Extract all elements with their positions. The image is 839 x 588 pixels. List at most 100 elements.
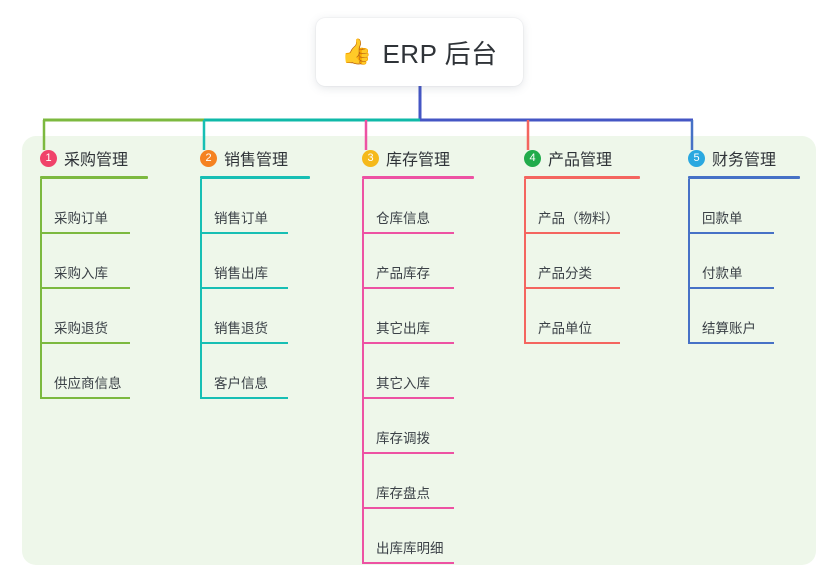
branch-item-underline: [200, 287, 288, 289]
branch-item-label: 采购退货: [54, 321, 108, 336]
branch-title: 产品管理: [548, 152, 613, 169]
branch-item-underline: [40, 342, 130, 344]
branch-rail: [362, 179, 364, 564]
branch-item-underline: [362, 562, 454, 564]
branch-item-underline: [200, 232, 288, 234]
branch-item[interactable]: 采购订单: [40, 179, 160, 234]
branch-header-underline: [688, 176, 800, 179]
branch-item[interactable]: 产品单位: [524, 289, 644, 344]
branch-item[interactable]: 产品分类: [524, 234, 644, 289]
branch-item-label: 销售出库: [214, 266, 268, 281]
branch-item-label: 出库库明细: [376, 541, 444, 556]
branch-item[interactable]: 销售出库: [200, 234, 318, 289]
branch-item[interactable]: 销售订单: [200, 179, 318, 234]
branch-header-underline: [524, 176, 640, 179]
branch-item-label: 产品库存: [376, 266, 430, 281]
branch-item-label: 产品单位: [538, 321, 592, 336]
branch-item-underline: [362, 507, 454, 509]
branch-item[interactable]: 采购退货: [40, 289, 160, 344]
branch-item-underline: [362, 342, 454, 344]
branch-item[interactable]: 销售退货: [200, 289, 318, 344]
branch-header-3[interactable]: 3 库存管理: [362, 146, 474, 170]
branch-item-list: 产品（物料） 产品分类产品单位: [524, 179, 644, 344]
branch-item[interactable]: 采购入库: [40, 234, 160, 289]
branch-item[interactable]: 仓库信息: [362, 179, 474, 234]
branch-item-underline: [40, 287, 130, 289]
branch-rail: [40, 179, 42, 399]
page-title: ERP 后台: [382, 38, 498, 69]
branch-header-underline: [200, 176, 310, 179]
branch-item[interactable]: 其它出库: [362, 289, 474, 344]
branch-item-label: 回款单: [702, 211, 743, 226]
branch-rail: [524, 179, 526, 344]
branch-item[interactable]: 其它入库: [362, 344, 474, 399]
branch-item-underline: [362, 452, 454, 454]
branch-item[interactable]: 付款单: [688, 234, 800, 289]
branch-item-underline: [524, 287, 620, 289]
branch-header-4[interactable]: 4 产品管理: [524, 146, 644, 170]
branch-item-label: 库存盘点: [376, 486, 430, 501]
branch-header-5[interactable]: 5 财务管理: [688, 146, 800, 170]
branch-item-label: 仓库信息: [376, 211, 430, 226]
branch-item-list: 仓库信息产品库存其它出库其它入库库存调拨库存盘点出库库明细: [362, 179, 474, 564]
branch-rail: [688, 179, 690, 344]
branch-item-underline: [362, 287, 454, 289]
branch-item-underline: [688, 342, 774, 344]
branch-item-underline: [688, 232, 774, 234]
branch-item-label: 采购入库: [54, 266, 108, 281]
branch-item-label: 销售订单: [214, 211, 268, 226]
branch-item-list: 采购订单采购入库采购退货供应商信息: [40, 179, 160, 399]
branch-header-2[interactable]: 2 销售管理: [200, 146, 318, 170]
branch-item-underline: [362, 232, 454, 234]
branch-header-underline: [362, 176, 474, 179]
branch-item-label: 供应商信息: [54, 376, 122, 391]
branch-item-label: 库存调拨: [376, 431, 430, 446]
branch-number-badge: 4: [524, 149, 541, 167]
branch-item-underline: [524, 232, 620, 234]
branch-item-label: 产品分类: [538, 266, 592, 281]
branch-item-underline: [40, 397, 130, 399]
branch-item-underline: [40, 232, 130, 234]
branch-item-label: 销售退货: [214, 321, 268, 336]
branch-column-5: 5 财务管理回款单付款单结算账户: [688, 146, 800, 344]
branch-header-1[interactable]: 1 采购管理: [40, 146, 160, 170]
branch-item-underline: [200, 397, 288, 399]
branch-number-badge: 3: [362, 149, 379, 167]
branch-item-label: 其它出库: [376, 321, 430, 336]
branch-item[interactable]: 库存盘点: [362, 454, 474, 509]
root-node[interactable]: 👍 ERP 后台: [316, 18, 523, 86]
branch-rail: [200, 179, 202, 399]
branch-item-label: 产品（物料）: [538, 211, 619, 226]
branch-number-badge: 1: [40, 149, 57, 167]
branch-title: 采购管理: [64, 152, 129, 169]
branch-item[interactable]: 结算账户: [688, 289, 800, 344]
branch-item-label: 其它入库: [376, 376, 430, 391]
branch-item-list: 销售订单销售出库销售退货客户信息: [200, 179, 318, 399]
branch-header-underline: [40, 176, 148, 179]
branch-item-underline: [200, 342, 288, 344]
branch-item-underline: [362, 397, 454, 399]
branch-column-4: 4 产品管理产品（物料） 产品分类产品单位: [524, 146, 644, 344]
branch-item-label: 付款单: [702, 266, 743, 281]
branches-panel: [22, 136, 816, 565]
branch-item[interactable]: 客户信息: [200, 344, 318, 399]
branch-item-label: 采购订单: [54, 211, 108, 226]
branch-title: 财务管理: [712, 152, 777, 169]
branch-title: 销售管理: [224, 152, 289, 169]
branch-item-label: 客户信息: [214, 376, 268, 391]
branch-item[interactable]: 供应商信息: [40, 344, 160, 399]
branch-item[interactable]: 库存调拨: [362, 399, 474, 454]
branch-number-badge: 2: [200, 149, 217, 167]
branch-item-label: 结算账户: [702, 321, 756, 336]
branch-item-underline: [524, 342, 620, 344]
thumbs-up-icon: 👍: [341, 37, 373, 66]
branch-item[interactable]: 产品库存: [362, 234, 474, 289]
branch-item[interactable]: 回款单: [688, 179, 800, 234]
branch-title: 库存管理: [386, 152, 451, 169]
branch-column-1: 1 采购管理采购订单采购入库采购退货供应商信息: [40, 146, 160, 399]
branch-column-2: 2 销售管理销售订单销售出库销售退货客户信息: [200, 146, 318, 399]
branch-item[interactable]: 出库库明细: [362, 509, 474, 564]
branch-number-badge: 5: [688, 149, 705, 167]
branch-item[interactable]: 产品（物料）: [524, 179, 644, 234]
